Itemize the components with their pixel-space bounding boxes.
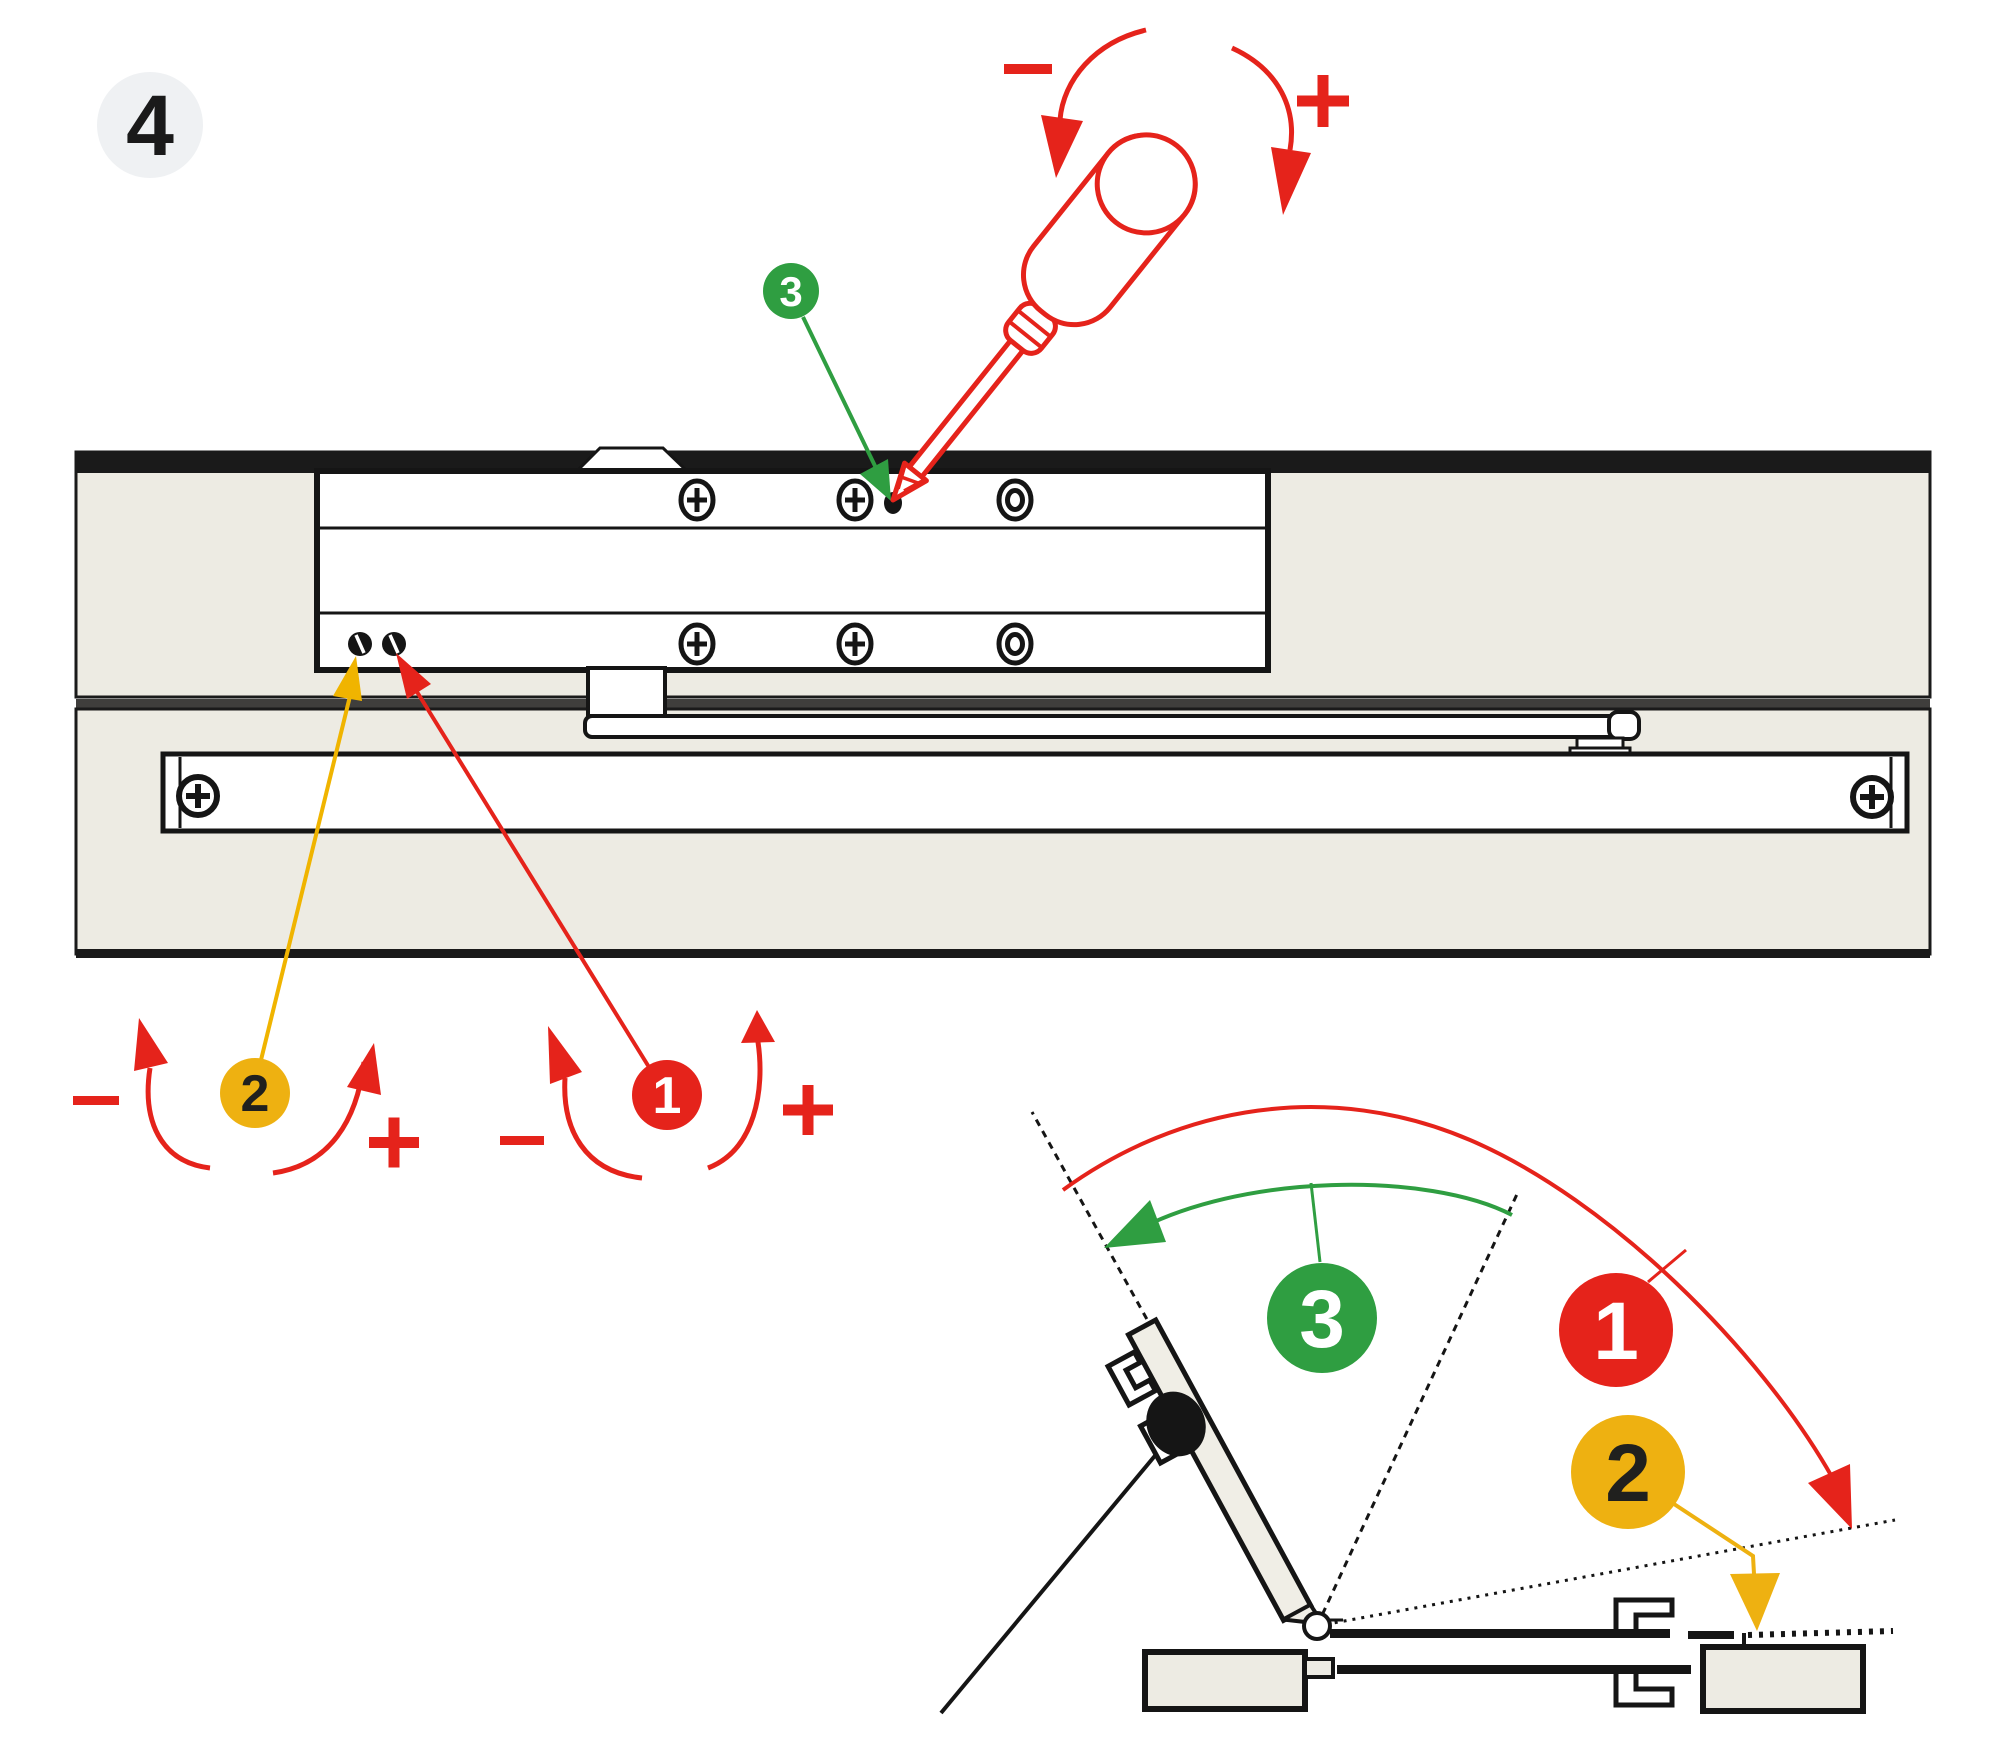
- step-badge: 4: [97, 72, 203, 178]
- ccw-arrow-arc: [1057, 27, 1147, 121]
- phillips-screw-icon: [681, 625, 713, 663]
- marker3-badge: [763, 263, 819, 319]
- valve-callouts: [259, 653, 654, 1074]
- marker1-badge: [632, 1060, 702, 1130]
- door-leaf-open: [1104, 1316, 1326, 1626]
- screwdriver-rotation-arrows: [1004, 27, 1349, 215]
- ccw-arrowhead-icon: [134, 1018, 168, 1071]
- marker1-arrow-icon: [396, 653, 431, 699]
- marker2-arrow-icon: [333, 656, 362, 701]
- valve-ring-icon: [999, 481, 1031, 519]
- adjust-1-cluster: 1: [500, 1010, 833, 1181]
- arm-line: [939, 1438, 1170, 1715]
- collar-line: [1017, 309, 1052, 338]
- door-closer-elevation: [74, 446, 1932, 958]
- arm-end-cap: [1607, 710, 1641, 741]
- marker1-label: 1: [653, 1067, 682, 1125]
- marker2-label: 2: [241, 1065, 270, 1123]
- latch-jamb-block: [1700, 1644, 1866, 1714]
- marker2-plan-leader: [1672, 1502, 1756, 1575]
- collar-line: [1009, 321, 1042, 348]
- plus-icon: [783, 1085, 833, 1135]
- marker2-badge: [220, 1058, 290, 1128]
- closing-sweep-arc: [1061, 1105, 1834, 1478]
- door-knob: [1146, 1391, 1206, 1457]
- marker3-arrow-icon: [860, 459, 891, 501]
- plus-icon: [1297, 75, 1349, 127]
- closed-door-line: [1330, 1629, 1670, 1638]
- marker3-label: 3: [779, 268, 802, 315]
- latch-zone-line: [1316, 1518, 1896, 1628]
- closer-profile-icon: [1104, 1348, 1159, 1409]
- minus-icon: [500, 1136, 544, 1145]
- closing-sweep-arrowhead-icon: [1808, 1464, 1852, 1529]
- backcheck-arrowhead-icon: [1104, 1200, 1166, 1248]
- door-leaf: [1125, 1316, 1315, 1624]
- marker3-leader-line: [801, 316, 878, 469]
- marker1-leader-line: [412, 685, 654, 1074]
- cw-arrowhead-icon: [741, 1010, 775, 1043]
- ccw-arrowhead-icon: [548, 1026, 582, 1084]
- frame-top-bar: [76, 452, 1930, 473]
- marker2-plan-badge: [1571, 1415, 1685, 1529]
- slide-arm: [583, 714, 1639, 739]
- marker2-leader-line: [259, 691, 353, 1061]
- phillips-screw-icon: [839, 481, 871, 519]
- slide-rail: [160, 751, 1910, 834]
- backcheck-sweep-arc: [1129, 1182, 1513, 1236]
- frame-profile-icon: [1613, 1674, 1675, 1708]
- valve-ring-icon: [999, 625, 1031, 663]
- tip-facet: [903, 476, 928, 493]
- frame-profile-icon: [1613, 1597, 1675, 1629]
- cw-arrow-arc: [707, 1041, 763, 1171]
- rail-screw-icon: [179, 777, 217, 815]
- adjustment-screw-1: [380, 630, 408, 658]
- cw-arrow-arc: [1230, 45, 1294, 151]
- hinge-pivot: [1302, 1611, 1332, 1641]
- hinge-jamb-block: [1142, 1649, 1308, 1712]
- marker1-plan-badge: [1559, 1273, 1673, 1387]
- step-number: 4: [126, 78, 174, 174]
- marker3-plan-label: 3: [1299, 1274, 1345, 1365]
- screwdriver-handle-end: [1094, 132, 1198, 236]
- ccw-arrowhead-icon: [1041, 115, 1083, 178]
- hinge-jamb-notch: [1303, 1657, 1335, 1679]
- closed-door-dotted: [1747, 1628, 1894, 1638]
- open-90-line: [1315, 1191, 1520, 1627]
- phillips-screw-icon: [839, 625, 871, 663]
- screwdriver: [890, 132, 1198, 503]
- cw-arrowhead-icon: [347, 1043, 381, 1095]
- closer-body: [314, 468, 1271, 673]
- minus-icon: [73, 1096, 119, 1105]
- door-panel-bottom-edge: [76, 949, 1930, 958]
- adjustment-screw-2: [346, 630, 374, 658]
- tip-facet: [897, 474, 922, 486]
- marker2-plan-arrowhead-icon: [1730, 1573, 1780, 1631]
- minus-icon: [1004, 64, 1052, 74]
- marker2-plan-label: 2: [1605, 1428, 1651, 1519]
- latch-plate: [1688, 1631, 1734, 1639]
- step-badge-circle: [97, 72, 203, 178]
- pinion-block: [586, 666, 667, 718]
- closed-door-line2: [1337, 1665, 1691, 1674]
- ccw-arrow-arc: [145, 1067, 211, 1171]
- plus-icon: [369, 1117, 419, 1168]
- marker3-plan-leader: [1309, 1182, 1322, 1263]
- door-swing-plan: 3 1 2: [939, 1105, 1896, 1715]
- marker1-plan-label: 1: [1593, 1286, 1639, 1377]
- adjust-2-cluster: 2: [73, 1018, 419, 1176]
- marker1-plan-leader: [1647, 1248, 1687, 1284]
- rail-screw-icon: [1853, 778, 1891, 816]
- cw-arrowhead-icon: [1271, 147, 1311, 215]
- frame-shadow-band: [76, 699, 1930, 709]
- ccw-arrow-arc: [562, 1077, 643, 1181]
- marker3-plan-badge: [1267, 1263, 1377, 1373]
- phillips-screw-icon: [681, 481, 713, 519]
- marker-3-callout: 3: [763, 263, 891, 501]
